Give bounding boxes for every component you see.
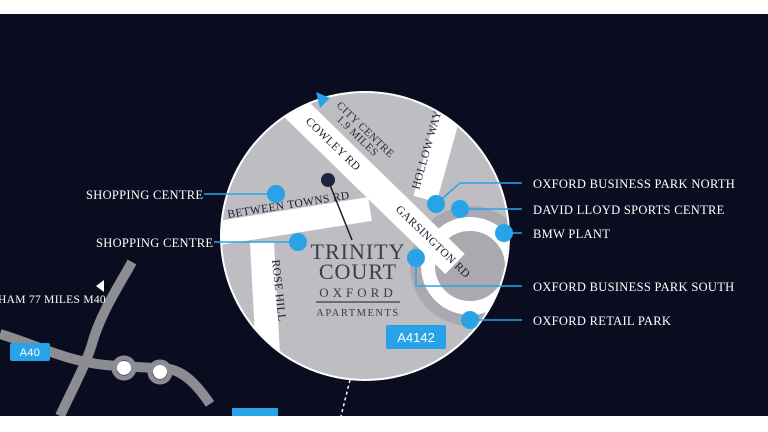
roundabout bbox=[111, 355, 137, 381]
motorway-junction bbox=[0, 259, 215, 416]
city-centre-arrow-icon bbox=[316, 92, 330, 108]
poi-right-label-4: OXFORD BUSINESS PARK SOUTH bbox=[533, 280, 734, 294]
poi-right-label-1: OXFORD BUSINESS PARK NORTH bbox=[533, 177, 735, 191]
brand-line3: OXFORD bbox=[319, 285, 396, 300]
roundabout bbox=[147, 359, 173, 385]
brand-line4: APARTMENTS bbox=[316, 308, 399, 319]
trinity-court-logo: TRINITY COURT OXFORD APARTMENTS bbox=[311, 239, 406, 319]
a40-label: A40 bbox=[20, 347, 40, 359]
rose-hill-road bbox=[250, 241, 282, 379]
hollow-way-road bbox=[413, 105, 462, 203]
ring-road bbox=[421, 217, 508, 315]
bottom-badge bbox=[232, 408, 278, 416]
a40-badge bbox=[10, 343, 50, 361]
a4142-label: A4142 bbox=[397, 330, 435, 345]
map-frame: A40 HAM 77 MILES M40 COWLEY RD BETWEEN T… bbox=[0, 14, 768, 416]
poi-marker-retail-park bbox=[461, 311, 479, 329]
poi-marker-david-lloyd bbox=[451, 200, 469, 218]
poi-left-label-1: SHOPPING CENTRE bbox=[86, 188, 203, 202]
poi-right-label-2: DAVID LLOYD SPORTS CENTRE bbox=[533, 203, 725, 217]
poi-marker-business-park-south bbox=[407, 249, 425, 267]
poi-marker-shopping-1 bbox=[267, 185, 285, 203]
pin-line bbox=[327, 179, 353, 241]
a4142-badge bbox=[386, 325, 446, 349]
poi-right-label-5: OXFORD RETAIL PARK bbox=[533, 314, 671, 328]
location-pin-icon bbox=[321, 173, 335, 187]
direction-arrow-icon bbox=[96, 280, 104, 292]
location-map: A40 HAM 77 MILES M40 COWLEY RD BETWEEN T… bbox=[0, 91, 735, 416]
brand-line1: TRINITY bbox=[311, 239, 406, 264]
poi-right-label-3: BMW PLANT bbox=[533, 227, 610, 241]
poi-marker-business-park-north bbox=[427, 195, 445, 213]
poi-marker-shopping-2 bbox=[289, 233, 307, 251]
dotted-route bbox=[340, 379, 351, 416]
poi-left-label-2: SHOPPING CENTRE bbox=[96, 236, 213, 250]
brand-line2: COURT bbox=[319, 259, 397, 284]
route-label: HAM 77 MILES M40 bbox=[0, 294, 106, 306]
poi-marker-bmw-plant bbox=[495, 224, 513, 242]
